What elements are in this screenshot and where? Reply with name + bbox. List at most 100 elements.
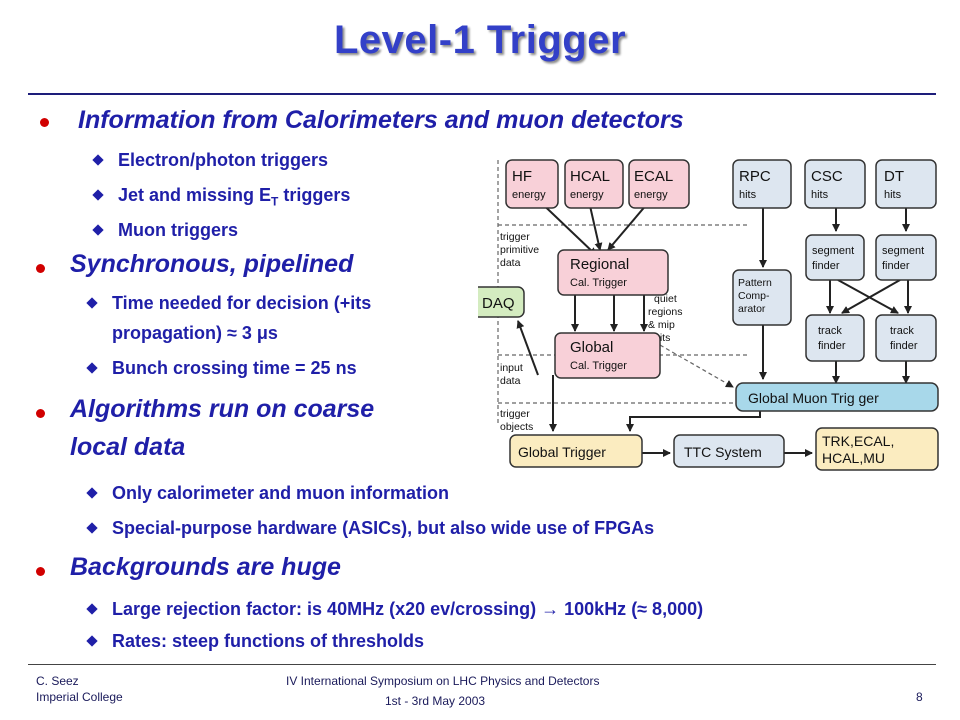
- bullet-text: Muon triggers: [118, 220, 238, 240]
- bullet-2-text: Synchronous, pipelined: [70, 250, 354, 278]
- diamond-bullet-icon: [86, 297, 98, 309]
- ecal-sublabel: energy: [634, 189, 668, 201]
- hcal-label: HCAL: [570, 168, 610, 185]
- bullet-dot-icon: [40, 118, 49, 127]
- output-label: HCAL,MU: [822, 450, 885, 466]
- annotation-text: data: [500, 375, 521, 387]
- daq-box: DAQ: [478, 286, 525, 318]
- annotation-text: primitive: [500, 244, 539, 256]
- diagram-dashed-lines: [497, 160, 748, 425]
- segment-finder-csc-box: segment finder: [805, 234, 865, 281]
- track-finder-csc-box: track finder: [805, 314, 865, 362]
- bullet-dot-icon: [36, 567, 45, 576]
- bullet-3-text: Algorithms run on coarse: [70, 395, 375, 423]
- ttc-label: TTC System: [684, 444, 762, 460]
- annotation-text: & mip: [648, 319, 675, 331]
- regional-sublabel: Cal. Trigger: [570, 277, 627, 289]
- csc-sublabel: hits: [811, 189, 829, 201]
- title-divider: [28, 93, 936, 95]
- footer-dates: 1st - 3rd May 2003: [385, 694, 486, 708]
- bullet-text: Electron/photon triggers: [118, 150, 329, 170]
- track-finder-label: track: [890, 325, 914, 337]
- annotation-text: quiet: [654, 293, 677, 305]
- bullet-text: Rates: steep functions of thresholds: [112, 631, 425, 651]
- pattern-label: arator: [738, 303, 766, 315]
- diamond-bullet-icon: [86, 522, 98, 534]
- bullet-4-text: Backgrounds are huge: [70, 553, 341, 581]
- subdetectors-output-box: TRK,ECAL, HCAL,MU: [815, 427, 939, 471]
- pattern-label: Pattern: [738, 277, 772, 289]
- bullet-dot-icon: [36, 409, 45, 418]
- ecal-box: ECAL energy: [628, 159, 690, 209]
- global-trigger-box: Global Trigger: [509, 434, 643, 468]
- rpc-label: RPC: [739, 168, 771, 185]
- track-finder-dt-box: track finder: [875, 314, 937, 362]
- segment-finder-label: segment: [882, 245, 924, 257]
- annotation-text: regions: [648, 306, 682, 318]
- diamond-bullet-icon: [86, 603, 98, 615]
- segment-finder-dt-box: segment finder: [875, 234, 937, 281]
- track-finder-label: finder: [818, 340, 846, 352]
- hf-label: HF: [512, 168, 532, 185]
- hf-box: HF energy: [505, 159, 559, 209]
- hf-sublabel: energy: [512, 189, 546, 201]
- global-muon-trigger-box: Global Muon Trig ger: [735, 382, 939, 412]
- footer-divider: [28, 664, 936, 665]
- pattern-comparator-box: Pattern Comp- arator: [732, 269, 792, 326]
- bullet-text: Jet and missing ET triggers: [118, 184, 350, 213]
- annotation-text: objects: [500, 421, 533, 433]
- segment-finder-label: segment: [812, 245, 854, 257]
- dt-box: DT hits: [875, 159, 937, 209]
- page-number: 8: [916, 690, 923, 704]
- regional-cal-trigger-box: Regional Cal. Trigger: [557, 249, 669, 296]
- trigger-diagram: HF energy HCAL energy ECAL energy RPC hi…: [478, 135, 948, 473]
- diamond-bullet-icon: [86, 487, 98, 499]
- segment-finder-label: finder: [882, 260, 910, 272]
- hcal-sublabel: energy: [570, 189, 604, 201]
- footer-conference: IV International Symposium on LHC Physic…: [286, 674, 600, 688]
- track-finder-label: track: [818, 325, 842, 337]
- bullet-text: Time needed for decision (+its: [112, 293, 372, 313]
- bullet-1-text: Information from Calorimeters and muon d…: [78, 106, 684, 134]
- rpc-sublabel: hits: [739, 189, 757, 201]
- csc-box: CSC hits: [804, 159, 866, 209]
- segment-finder-label: finder: [812, 260, 840, 272]
- bullet-text: Only calorimeter and muon information: [112, 483, 450, 503]
- pattern-label: Comp-: [738, 290, 770, 302]
- annotation-text: input: [500, 362, 523, 374]
- global-cal-sublabel: Cal. Trigger: [570, 360, 627, 372]
- daq-label: DAQ: [482, 295, 515, 312]
- gt-label: Global Trigger: [518, 444, 606, 460]
- footer: C. Seez Imperial College IV Internationa…: [0, 670, 960, 710]
- annotation-text: trigger: [500, 231, 530, 243]
- bullet-dot-icon: [36, 264, 45, 273]
- trigger-objects-label: trigger objects: [500, 408, 533, 433]
- gmt-label: Global Muon Trig ger: [748, 390, 879, 406]
- output-label: TRK,ECAL,: [822, 433, 894, 449]
- dt-sublabel: hits: [884, 189, 902, 201]
- ttc-system-box: TTC System: [673, 434, 785, 468]
- bullet-text-part: triggers: [278, 185, 351, 205]
- regional-label: Regional: [570, 256, 629, 273]
- ecal-label: ECAL: [634, 168, 673, 185]
- page-title: Level-1 Trigger: [333, 18, 627, 62]
- global-cal-trigger-box: Global Cal. Trigger: [554, 332, 661, 379]
- track-finder-label: finder: [890, 340, 918, 352]
- annotation-text: trigger: [500, 408, 530, 420]
- footer-institute: Imperial College: [36, 690, 123, 704]
- bullet-text: Bunch crossing time = 25 ns: [112, 358, 357, 378]
- subscript: T: [271, 194, 279, 209]
- footer-author: C. Seez: [36, 674, 79, 688]
- trigger-primitive-label: trigger primitive data: [500, 231, 539, 269]
- dt-label: DT: [884, 168, 904, 185]
- diamond-bullet-icon: [92, 189, 104, 201]
- bullet-text: Special-purpose hardware (ASICs), but al…: [112, 518, 655, 538]
- input-data-label: input data: [500, 362, 523, 387]
- diamond-bullet-icon: [86, 362, 98, 374]
- diamond-bullet-icon: [92, 224, 104, 236]
- bullet-text: propagation) ≈ 3 μs: [112, 323, 278, 343]
- annotation-text: data: [500, 257, 521, 269]
- global-cal-label: Global: [570, 339, 613, 356]
- bullet-3-text: local data: [70, 433, 186, 461]
- bullet-text: Large rejection factor: is 40MHz (x20 ev…: [112, 599, 704, 619]
